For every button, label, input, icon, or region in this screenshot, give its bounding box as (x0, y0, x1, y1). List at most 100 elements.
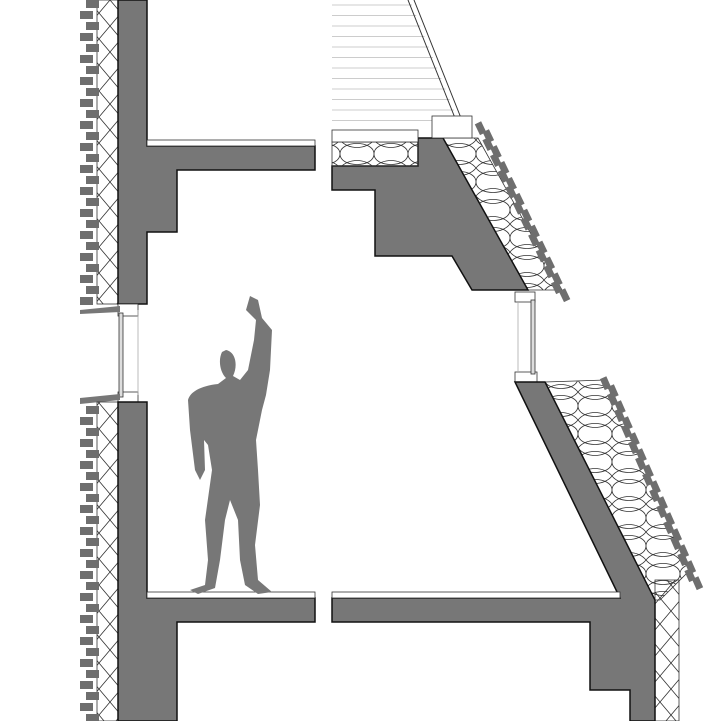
brick (607, 384, 619, 399)
brick (621, 424, 633, 439)
brick (86, 560, 99, 568)
brick (80, 99, 93, 107)
bricks-upper-left (80, 0, 99, 305)
brick (528, 224, 540, 239)
roof-tiles-upper (474, 121, 571, 303)
brick (86, 670, 99, 678)
brick (656, 504, 668, 519)
brick (80, 187, 93, 195)
brick (86, 648, 99, 656)
brick (614, 400, 626, 415)
brick (656, 496, 668, 511)
brick (86, 692, 99, 700)
brick (86, 0, 99, 8)
insulation (96, 401, 119, 721)
brick (86, 154, 99, 162)
brick (86, 516, 99, 524)
left-window (80, 303, 139, 404)
brick (497, 161, 510, 175)
brick (628, 432, 640, 447)
brick (80, 571, 93, 579)
brick (86, 450, 99, 458)
brick (606, 392, 619, 407)
left-wall-upper (80, 0, 316, 305)
left-wall-lower (80, 401, 316, 721)
brick (642, 472, 654, 487)
brick (80, 417, 93, 425)
brick (80, 439, 93, 447)
brick (474, 121, 487, 136)
floor-finish (146, 591, 316, 599)
brick (543, 256, 556, 271)
brick (691, 576, 704, 591)
brick (490, 153, 502, 167)
brick (482, 129, 495, 144)
brick (684, 568, 696, 583)
brick (80, 505, 93, 513)
brick (86, 220, 99, 228)
brick (80, 659, 93, 667)
floor-finish (331, 591, 621, 599)
brick (80, 297, 93, 305)
brick (677, 552, 689, 567)
brick (80, 209, 93, 217)
brick (635, 456, 647, 471)
brick (86, 604, 99, 612)
brick (558, 288, 571, 303)
brick (86, 626, 99, 634)
brick (670, 536, 682, 551)
brick (670, 528, 683, 543)
brick (80, 55, 93, 63)
brick (86, 582, 99, 590)
brick (86, 428, 99, 436)
brick (614, 408, 626, 423)
right-window (514, 291, 538, 383)
bricks-lower-left (80, 406, 99, 721)
brick (80, 11, 93, 19)
brick (490, 145, 502, 159)
roof-lower-right (331, 376, 704, 721)
brick (505, 176, 517, 191)
brick (86, 66, 99, 74)
brick (86, 472, 99, 480)
brick (642, 464, 654, 479)
brick (80, 231, 93, 239)
brick (86, 44, 99, 52)
brick (86, 538, 99, 546)
brick (599, 376, 612, 391)
brick (86, 242, 99, 250)
brick (80, 615, 93, 623)
brick (86, 22, 99, 30)
brick (528, 232, 540, 247)
brick (80, 253, 93, 261)
brick (80, 549, 93, 557)
brick (512, 200, 525, 215)
brick (80, 681, 93, 689)
brick (649, 488, 661, 503)
brick (684, 560, 697, 575)
brick (80, 593, 93, 601)
brick (86, 132, 99, 140)
brick (663, 512, 676, 527)
brick (80, 275, 93, 283)
brick (628, 440, 640, 455)
brick (86, 110, 99, 118)
brick (80, 461, 93, 469)
brick (86, 176, 99, 184)
brick (520, 216, 533, 231)
brick (505, 184, 517, 199)
insulation (96, 0, 119, 305)
roof-tiles-lower (599, 376, 704, 591)
brick (535, 240, 548, 255)
brick (543, 264, 555, 279)
brick (86, 406, 99, 414)
brick (80, 33, 93, 41)
brick (86, 286, 99, 294)
brick (80, 143, 93, 151)
brick (80, 165, 93, 173)
brick (497, 169, 510, 183)
brick (86, 264, 99, 272)
brick (551, 272, 563, 287)
